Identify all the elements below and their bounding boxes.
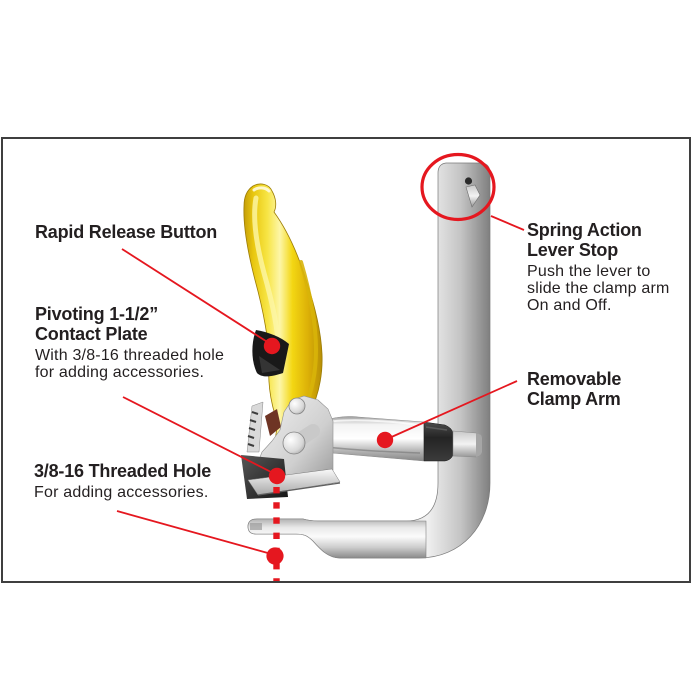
callout-title: Spring Action Lever Stop bbox=[527, 220, 642, 260]
lever-stop-tab bbox=[465, 184, 481, 208]
leader-contact-plate bbox=[122, 396, 278, 476]
foot-notch bbox=[250, 523, 262, 530]
callout-title: Pivoting 1-1/2” Contact Plate bbox=[35, 304, 159, 344]
leader-clamp-arm bbox=[386, 380, 518, 440]
link-sliver bbox=[265, 409, 281, 436]
diagram-frame-border bbox=[1, 137, 691, 583]
rail-bottom-bar bbox=[247, 518, 427, 559]
callout-removable-clamp-arm: Removable Clamp Arm bbox=[527, 369, 687, 409]
contact-plate bbox=[247, 468, 341, 496]
leader-rapid-release bbox=[121, 248, 273, 346]
clamp-rail bbox=[247, 162, 491, 559]
leader-threaded-hole bbox=[116, 510, 276, 556]
release-lever-handle bbox=[243, 183, 323, 453]
callout-body: Push the lever to slide the clamp arm On… bbox=[527, 263, 670, 314]
pivot-pin-small bbox=[288, 397, 306, 415]
callout-title: Rapid Release Button bbox=[35, 222, 218, 242]
callout-dots bbox=[263, 337, 394, 565]
leader-lines bbox=[116, 215, 525, 556]
callout-title: 3/8-16 Threaded Hole bbox=[34, 461, 212, 481]
highlight-circle bbox=[420, 152, 496, 222]
leader-lever-stop bbox=[490, 215, 525, 231]
clamp-arm bbox=[309, 416, 483, 462]
callout-rapid-release-button: Rapid Release Button bbox=[35, 222, 305, 242]
annotations bbox=[116, 152, 525, 581]
callout-title: Removable Clamp Arm bbox=[527, 369, 622, 409]
callout-spring-action-lever-stop: Spring Action Lever Stop Push the lever … bbox=[527, 220, 700, 314]
pivot-pin-large bbox=[282, 431, 306, 455]
callout-pivoting-contact-plate: Pivoting 1-1/2” Contact Plate With 3/8-1… bbox=[35, 304, 305, 381]
callout-body: For adding accessories. bbox=[34, 484, 209, 501]
callout-threaded-hole: 3/8-16 Threaded Hole For adding accessor… bbox=[34, 461, 304, 501]
lever-stop-pin-hole bbox=[464, 177, 473, 185]
callout-body: With 3/8-16 threaded hole for adding acc… bbox=[35, 347, 225, 381]
